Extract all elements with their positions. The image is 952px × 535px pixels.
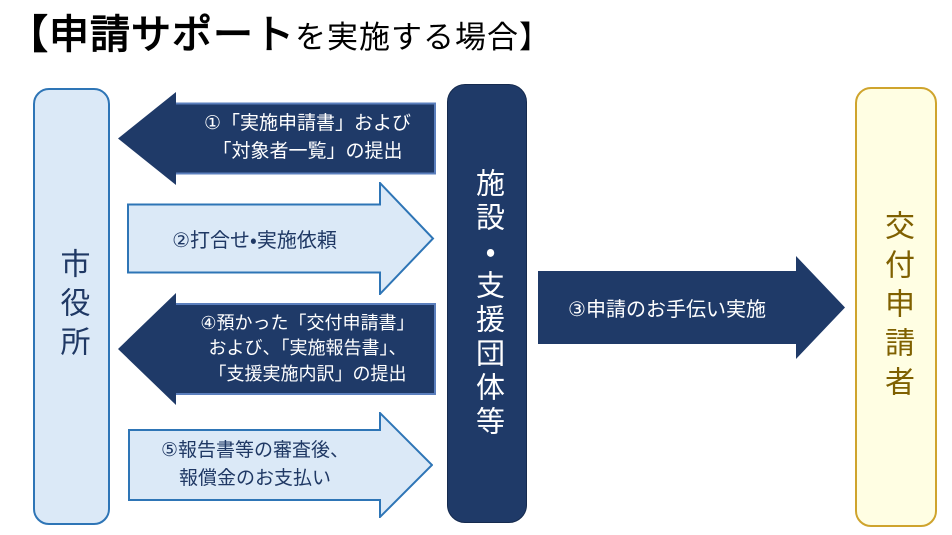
arrow-4-label-line-2: および、「実施報告書」、 [208,338,407,359]
arrow-1-label-line-2: 「対象者一覧」の提出 [212,141,403,162]
arrow-1-label-line-1: ①「実施申請書」および [203,113,412,135]
actor-box-facility: 施設・支援団体等 [447,84,527,523]
arrow-step-1: ①「実施申請書」および 「対象者一覧」の提出 [118,92,437,185]
arrow-3-label-line-1: ③申請のお手伝い実施 [568,299,766,321]
page-title-emphasis: 【申請サポート [8,13,295,57]
arrow-step-3: ③申請のお手伝い実施 [538,256,846,359]
page-title: 【申請サポート を実施する場合】 [8,2,551,60]
actor-box-applicant: 交付申請者 [855,87,937,527]
arrow-right-icon [538,256,845,359]
arrow-1-label: ①「実施申請書」および 「対象者一覧」の提出 [180,103,435,173]
arrow-4-label-line-1: ④預かった「交付申請書」 [200,312,415,333]
arrow-5-label-line-1: ⑤報告書等の審査後、 [160,440,350,462]
actor-label-facility: 施設・支援団体等 [471,167,504,440]
arrow-left-icon [118,293,436,405]
arrow-step-2: ②打合せ・実施依頼 [127,182,435,295]
arrow-4-label: ④預かった「交付申請書」 および、「実施報告書」、 「支援実施内訳」の提出 [180,304,435,394]
arrow-4-label-line-3: 「支援実施内訳」の提出 [208,363,407,384]
actor-label-city-hall: 市役所 [55,248,89,365]
arrow-step-4: ④預かった「交付申請書」 および、「実施報告書」、 「支援実施内訳」の提出 [118,293,437,405]
arrow-left-icon [118,92,436,185]
arrow-2-label-line-1: ②打合せ・実施依頼 [172,230,337,252]
page-title-suffix: を実施する場合】 [295,20,551,55]
arrow-right-icon [128,412,433,518]
actor-box-city-hall: 市役所 [33,88,110,525]
arrow-3-label: ③申請のお手伝い実施 [538,271,796,344]
arrow-2-label: ②打合せ・実施依頼 [129,204,380,273]
actor-label-applicant: 交付申請者 [880,209,913,405]
arrow-step-5: ⑤報告書等の審査後、 報償金のお支払い [128,412,433,518]
arrow-5-label-line-2: 報償金のお支払い [178,468,331,489]
arrow-5-label: ⑤報告書等の審査後、 報償金のお支払い [130,430,380,500]
arrow-right-icon [127,182,435,295]
